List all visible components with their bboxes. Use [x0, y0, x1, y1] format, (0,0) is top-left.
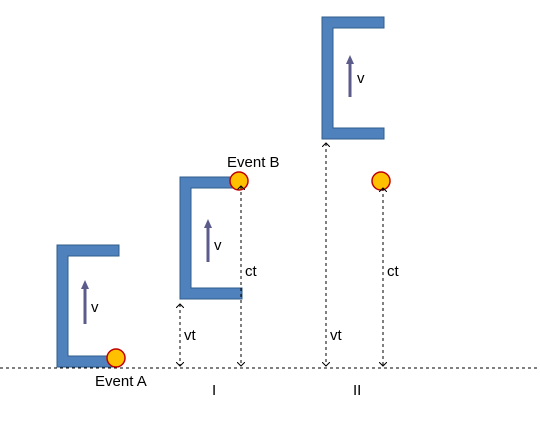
photon-ball-case-two — [371, 171, 391, 191]
bracket-2 — [179, 176, 243, 300]
vt-label-1: vt — [184, 327, 197, 344]
vt-label-2: vt — [330, 327, 343, 344]
velocity-arrow-1 — [81, 280, 89, 324]
velocity-label-2: v — [214, 237, 222, 254]
bracket-3-shape — [321, 16, 385, 140]
event-b-label: Event B — [227, 154, 280, 171]
velocity-label-1: v — [91, 299, 99, 316]
ct-label-2: ct — [387, 263, 400, 280]
velocity-arrow-3 — [346, 55, 354, 97]
ct-label-1: ct — [245, 263, 258, 280]
bracket-1-shape — [56, 244, 120, 368]
bracket-3 — [321, 16, 385, 140]
case-two-label: II — [353, 382, 361, 399]
case-one-label: I — [212, 382, 216, 399]
bracket-1 — [56, 244, 120, 368]
photon-ball-event-b — [229, 171, 249, 191]
event-a-label: Event A — [95, 373, 147, 390]
velocity-arrow-2 — [204, 219, 212, 262]
photon-ball-event-a — [106, 348, 126, 368]
bracket-2-shape — [179, 176, 243, 300]
velocity-label-3: v — [357, 70, 365, 87]
